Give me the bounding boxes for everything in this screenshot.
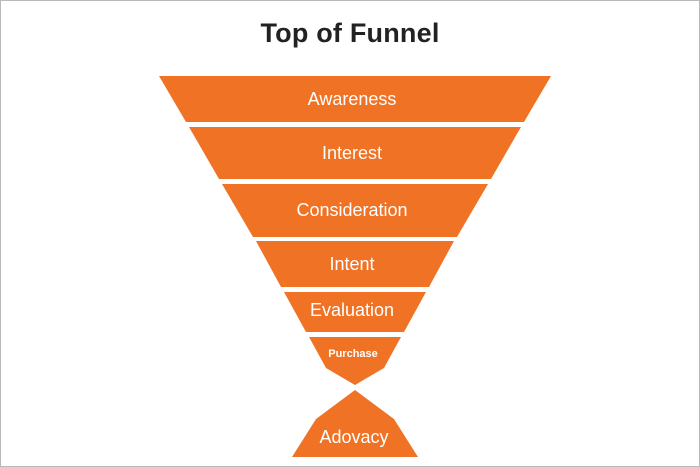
stage-evaluation-label: Evaluation <box>310 300 394 320</box>
stage-interest: Interest <box>189 127 521 179</box>
stage-consideration: Consideration <box>222 184 488 237</box>
stage-awareness: Awareness <box>159 76 551 122</box>
stage-interest-label: Interest <box>322 143 382 163</box>
stage-advocacy-shape <box>292 390 418 457</box>
stage-interest-shape <box>189 127 521 179</box>
stage-consideration-label: Consideration <box>296 200 407 220</box>
stage-intent-shape <box>256 241 454 287</box>
stage-intent-label: Intent <box>329 254 374 274</box>
stage-intent: Intent <box>256 241 454 287</box>
stage-consideration-shape <box>222 184 488 237</box>
stage-awareness-shape <box>159 76 551 122</box>
stage-evaluation-shape <box>284 292 426 332</box>
stage-advocacy: Adovacy <box>292 390 418 457</box>
stage-purchase: Purchase <box>309 337 401 385</box>
stage-purchase-label: Purchase <box>328 348 378 360</box>
diagram-title: Top of Funnel <box>260 18 440 48</box>
stage-purchase-shape <box>309 337 401 385</box>
stage-evaluation: Evaluation <box>284 292 426 332</box>
stage-advocacy-label: Adovacy <box>319 427 388 447</box>
stage-awareness-label: Awareness <box>308 89 397 109</box>
